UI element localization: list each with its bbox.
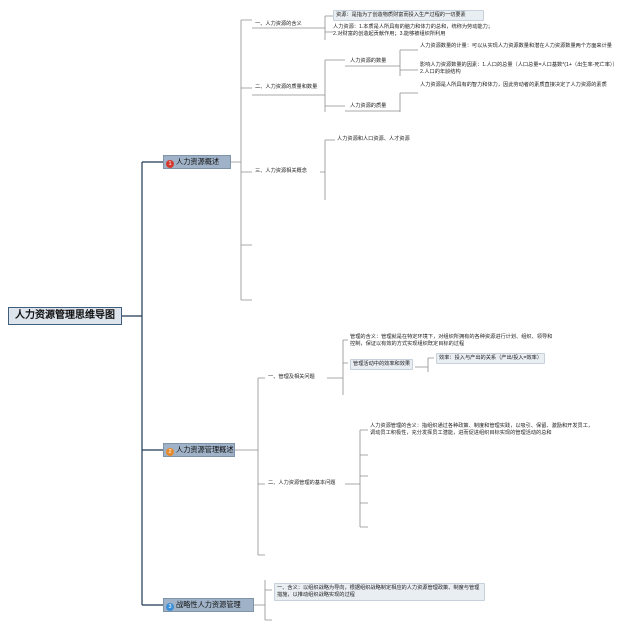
s1-c2-quantity-detail-1: 人力资源数量的计量：可以从实现人力资源数量和潜在人力资源数量两个方面来计量 bbox=[420, 43, 612, 49]
s1-c2-label: 二、人力资源的质量和数量 bbox=[255, 84, 318, 90]
number-3-badge: 3 bbox=[166, 603, 174, 611]
s2-c1-detail-2: 管理活动中的效率和效果 bbox=[350, 359, 414, 370]
number-2-badge: 2 bbox=[166, 448, 174, 456]
s1-c3-detail-1: 人力资源和人口资源、人才资源 bbox=[337, 136, 410, 142]
s1-c2-quality-label: 人力资源的质量 bbox=[350, 103, 387, 109]
s1-c1-detail-2: 人力资源：1.本质是人所具有的脑力和体力的总和，统称为劳动能力；2.对财富的创造… bbox=[333, 24, 493, 37]
s2-c1-detail-3: 效率：投入与产出的关系（产出/投入=效率） bbox=[436, 353, 546, 364]
section-2-title: 人力资源管理概述 bbox=[176, 445, 234, 454]
s1-c3-label: 三、人力资源相关概念 bbox=[255, 168, 307, 174]
s1-c2-quality-detail-1: 人力资源是人所具有的智力和体力，因此劳动者的素质直接决定了人力资源的素质 bbox=[420, 82, 607, 88]
s1-c2-quantity-detail-2: 影响人力资源数量的因素：1.人口的总量（人口总量=人口基数*(1+（出生率-死亡… bbox=[420, 62, 618, 75]
s2-c2-detail-1: 人力资源管理的含义：指组织通过各种政策、制度和管理实践，以吸引、保留、激励和开发… bbox=[370, 423, 594, 436]
section-3-title: 战略性人力资源管理 bbox=[176, 600, 241, 609]
s1-c2-quantity-label: 人力资源的数量 bbox=[350, 58, 387, 64]
number-1-badge: 1 bbox=[166, 160, 174, 168]
s2-c1-detail-1: 管理的含义：管理就是在特定环境下，对组织所拥有的各种资源进行计划、组织、领导和控… bbox=[350, 334, 553, 347]
s3-c1-label: 一、含义：以组织战略为导向，根据组织战略制定相应的人力资源管理政策、制度与管理措… bbox=[274, 583, 485, 601]
s1-c1-detail-1: 资源：是指为了创造物质财富而投入生产过程的一切要素 bbox=[333, 10, 484, 21]
section-1-title: 人力资源概述 bbox=[176, 157, 220, 166]
root-node: 人力资源管理思维导图 bbox=[8, 307, 122, 325]
s1-c1-label: 一、人力资源的含义 bbox=[255, 21, 302, 27]
s2-c2-label: 二、人力资源管理的基本问题 bbox=[268, 480, 336, 486]
s2-c1-label: 一、管理及相关问题 bbox=[268, 374, 315, 380]
